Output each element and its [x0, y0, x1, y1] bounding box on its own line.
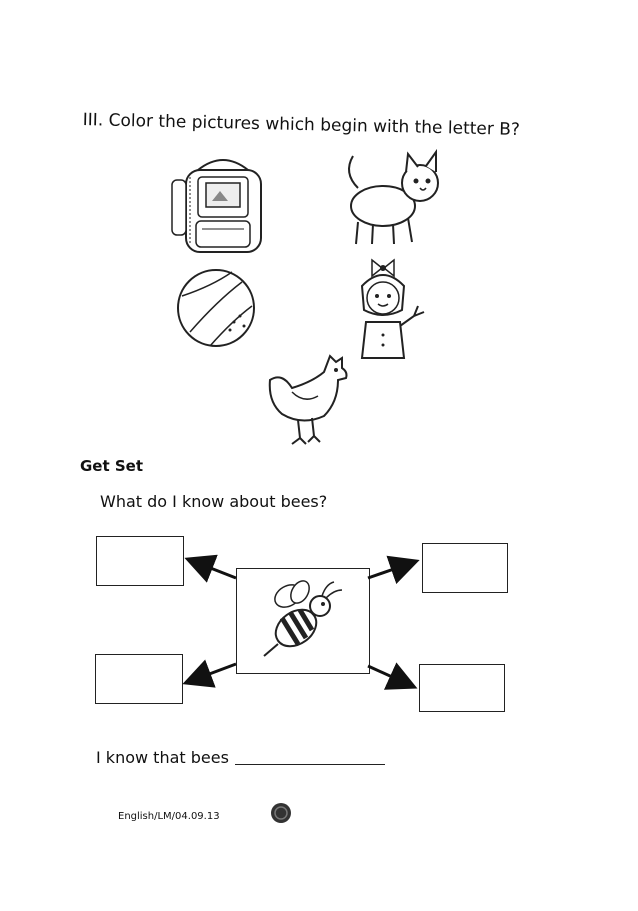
- arrow-bottom-left: [182, 659, 237, 688]
- answer-box-top-right[interactable]: [422, 543, 508, 593]
- arrow-top-right: [367, 555, 420, 585]
- arrow-bottom-right: [367, 662, 418, 690]
- footer-code: English/LM/04.09.13: [118, 811, 220, 822]
- hen-icon: [268, 354, 348, 445]
- section-heading: Get Set: [80, 457, 144, 475]
- seal-icon: [271, 803, 291, 823]
- question-text: What do I know about bees?: [100, 492, 328, 511]
- answer-box-bottom-right[interactable]: [419, 664, 505, 712]
- answer-box-bottom-left[interactable]: [95, 654, 183, 704]
- arrow-top-left: [184, 554, 237, 583]
- answer-blank-line[interactable]: [234, 764, 385, 765]
- sentence-starter: I know that bees: [96, 748, 385, 767]
- answer-box-top-left[interactable]: [96, 536, 184, 586]
- bee-icon: [263, 580, 343, 657]
- backpack-icon: [171, 159, 262, 253]
- cat-icon: [348, 148, 439, 245]
- sentence-text: I know that bees: [96, 748, 229, 767]
- girl-icon: [360, 258, 425, 359]
- ball-icon: [177, 269, 255, 347]
